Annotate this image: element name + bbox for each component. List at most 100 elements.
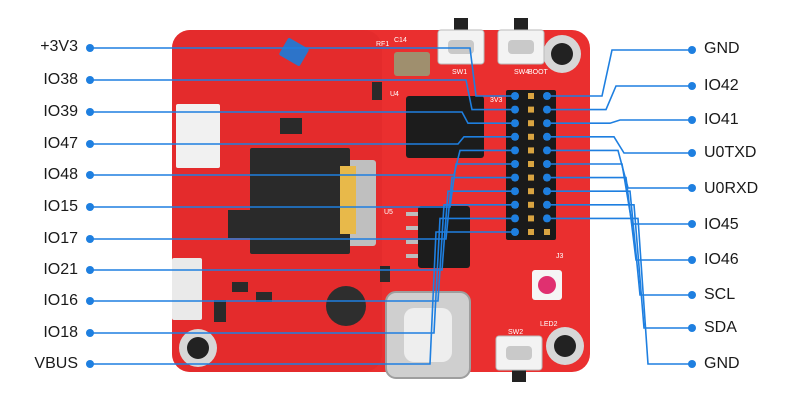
left-pin-dot (511, 105, 519, 114)
right-pin-dot (543, 119, 551, 128)
right-callout-wire (547, 163, 692, 225)
pin-label-gnd-top: GND (704, 40, 740, 57)
right-callout-dot (688, 324, 696, 332)
right-callout-dot (688, 116, 696, 124)
silk-sw4: SW4 (514, 69, 529, 76)
silk-j3: J3 (556, 253, 564, 260)
header-pin (528, 106, 534, 113)
chip-u4 (406, 96, 484, 158)
right-pin-dot (543, 214, 551, 223)
left-callout-dot (86, 76, 94, 84)
left-callout-wire (90, 231, 515, 365)
left-pin-dot (511, 200, 519, 209)
mounting-hole-bottom-right (546, 327, 584, 365)
right-pin-dot (543, 146, 551, 155)
left-pin-dot (511, 146, 519, 155)
header-pin (528, 120, 534, 127)
header-pin (528, 147, 534, 154)
pin-label-3v3: +3V3 (40, 38, 78, 55)
left-pin-dot (511, 119, 519, 128)
right-pin-dot (543, 173, 551, 182)
pin-label-io41: IO41 (704, 111, 739, 128)
left-callout-dot (86, 235, 94, 243)
button-sw1 (437, 18, 485, 65)
side-switch (172, 258, 202, 320)
pin-label-vbus: VBUS (34, 355, 78, 372)
mounting-hole-bottom-left (179, 329, 217, 367)
right-pin-dot (543, 160, 551, 168)
right-callout-dot (688, 82, 696, 90)
right-callout-dot (688, 46, 696, 54)
pin-label-io48: IO48 (43, 166, 78, 183)
right-callout-wire (547, 119, 692, 124)
pin-label-sda: SDA (704, 319, 737, 336)
left-callout-wire (90, 190, 515, 271)
header-pin (528, 201, 534, 208)
left-callout-dot (86, 266, 94, 274)
pin-label-io15: IO15 (43, 198, 78, 215)
pin-label-io45: IO45 (704, 216, 739, 233)
pin-label-io46: IO46 (704, 251, 739, 268)
left-pin-dot (511, 214, 519, 223)
right-pin-dot (543, 92, 551, 100)
right-callout-wire (547, 136, 692, 154)
header-pin (528, 188, 534, 195)
antenna-chip (279, 38, 309, 66)
pin-label-io42: IO42 (704, 77, 739, 94)
pin-label-io21: IO21 (43, 261, 78, 278)
left-callout-wire (90, 79, 515, 111)
header-pin (544, 229, 550, 235)
left-callout-wire (90, 136, 515, 145)
left-callout-dot (86, 108, 94, 116)
camera-contacts (340, 166, 356, 234)
pin-label-io47: IO47 (43, 135, 78, 152)
silk-3v3: 3V3 (490, 97, 503, 104)
pin-label-io16: IO16 (43, 292, 78, 309)
left-pin-dot (511, 160, 519, 168)
usb-c-opening (404, 308, 452, 362)
right-callout-dot (688, 220, 696, 228)
header-pin (528, 174, 534, 181)
side-connector (176, 104, 220, 168)
left-callout-wire (90, 204, 515, 302)
left-callout-dot (86, 329, 94, 337)
header-pin (528, 161, 534, 167)
pin-label-io17: IO17 (43, 230, 78, 247)
right-callout-dot (688, 256, 696, 264)
rf-shield (394, 52, 430, 76)
left-pin-dot (511, 173, 519, 182)
left-callout-wire (90, 149, 515, 176)
mounting-hole-top-right (543, 35, 581, 73)
pin-label-u0txd: U0TXD (704, 144, 757, 161)
left-callout-dot (86, 203, 94, 211)
pin-label-io38: IO38 (43, 71, 78, 88)
pin-label-u0rxd: U0RXD (704, 180, 759, 197)
right-pin-dot (543, 105, 551, 114)
silk-sw2: SW2 (508, 329, 523, 336)
header-pin (528, 215, 534, 222)
right-callout-wire (547, 190, 692, 296)
pin-label-scl: SCL (704, 286, 736, 303)
silk-c14: C14 (394, 37, 407, 44)
silk-led2: LED2 (540, 321, 558, 328)
button-sw2 (495, 335, 543, 382)
right-callout-wire (547, 204, 692, 329)
left-pin-dot (511, 92, 519, 100)
left-pin-dot (511, 187, 519, 196)
left-callout-dot (86, 297, 94, 305)
left-callout-wire (90, 163, 515, 208)
camera-connector (250, 148, 350, 254)
callout-wires (86, 44, 696, 368)
header-pin (528, 133, 534, 140)
silk-rf1: RF1 (376, 41, 389, 48)
header-pin (528, 229, 534, 235)
silk-u4: U4 (390, 91, 399, 98)
button-sw4 (497, 18, 545, 65)
left-pin-dot (511, 132, 519, 141)
silk-sw1: SW1 (452, 69, 467, 76)
left-callout-wire (90, 111, 515, 124)
left-callout-dot (86, 44, 94, 52)
right-callout-dot (688, 149, 696, 157)
